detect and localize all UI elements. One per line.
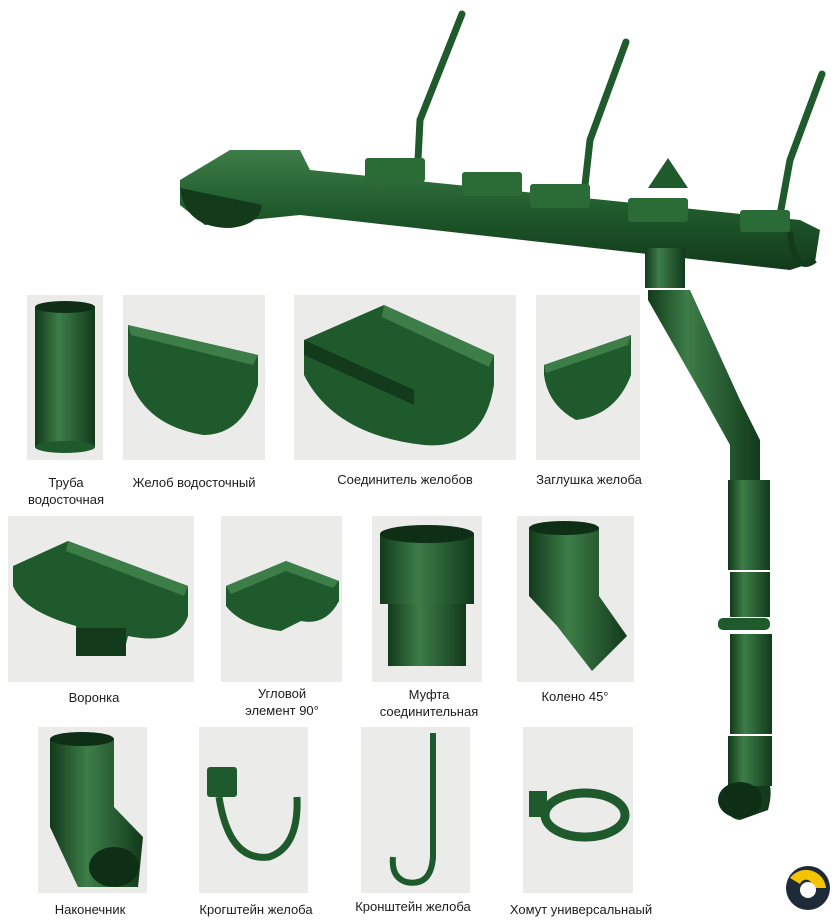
tile-universal-clamp: [523, 727, 633, 893]
caption-gutter-connector: Соединитель желобов: [337, 472, 473, 487]
caption-coupling: Муфта соединительная: [379, 687, 479, 719]
tile-elbow-45: [517, 516, 634, 682]
tile-gutter: [123, 295, 265, 460]
tile-gutter-end-cap: [536, 295, 640, 460]
tile-gutter-connector: [294, 295, 516, 460]
tile-corner-90: [221, 516, 342, 682]
tile-short-bracket: [199, 727, 308, 893]
tile-long-bracket: [361, 727, 470, 893]
caption-pipe: Труба водосточная: [28, 475, 104, 507]
caption-gutter: Желоб водосточный: [132, 475, 256, 490]
tile-pipe: [27, 295, 103, 460]
caption-funnel: Воронка: [68, 690, 120, 705]
caption-elbow-45: Колено 45°: [541, 689, 609, 704]
caption-short-bracket: Крогштейн желоба: [199, 902, 313, 917]
caption-universal-clamp: Хомут универсальнаый: [509, 902, 653, 917]
caption-outlet: Наконечник: [54, 902, 126, 917]
brand-logo-icon: [786, 866, 830, 910]
tile-coupling: [372, 516, 482, 682]
tile-outlet: [38, 727, 147, 893]
caption-long-bracket: Кронштейн желоба: [355, 899, 471, 914]
tile-funnel: [8, 516, 194, 682]
caption-gutter-end-cap: Заглушка желоба: [536, 472, 642, 487]
caption-corner-90: Угловой элемент 90°: [245, 686, 319, 718]
